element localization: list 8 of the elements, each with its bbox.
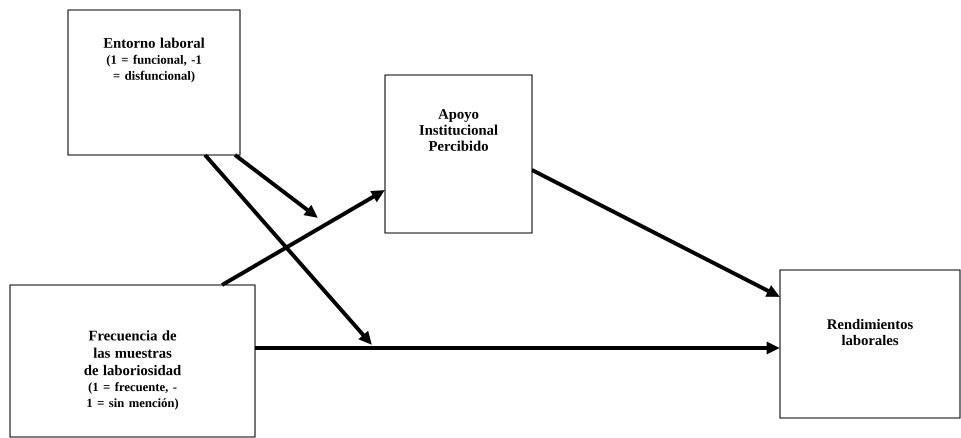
box xyxy=(9,284,256,438)
box xyxy=(779,269,961,419)
box-text: Apoyo Institucional Percibido xyxy=(419,109,498,151)
box-text: Rendimientos laborales xyxy=(827,318,913,346)
box xyxy=(67,9,241,156)
box xyxy=(384,74,533,234)
box-text: Entorno laboral (1 = funcional, -1 = disfuncional) xyxy=(104,38,204,82)
box-text: Frecuencia de las muestras de laboriosidad (1 = frecuente, -1 = sin mención) xyxy=(84,330,182,410)
